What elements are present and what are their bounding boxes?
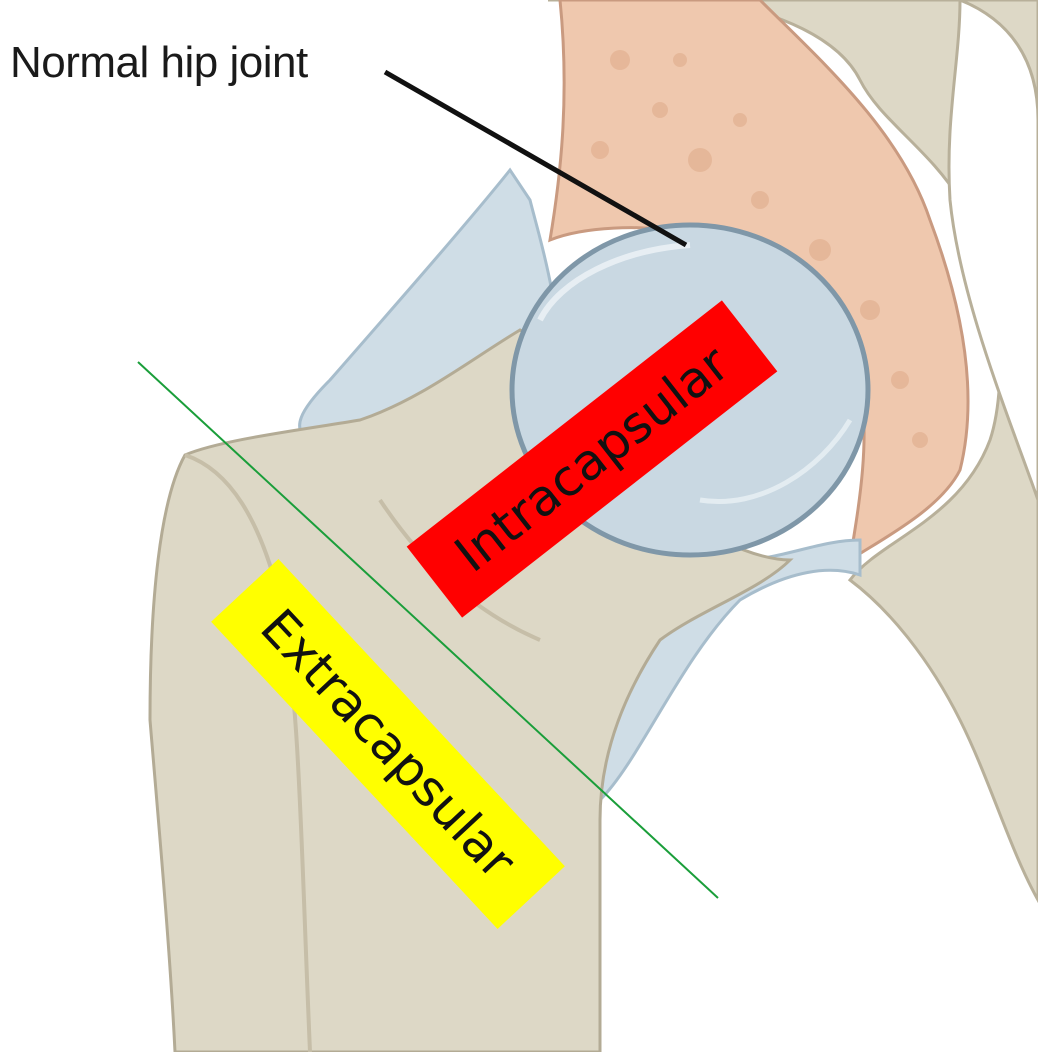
joint-title-label: Normal hip joint	[10, 38, 308, 88]
